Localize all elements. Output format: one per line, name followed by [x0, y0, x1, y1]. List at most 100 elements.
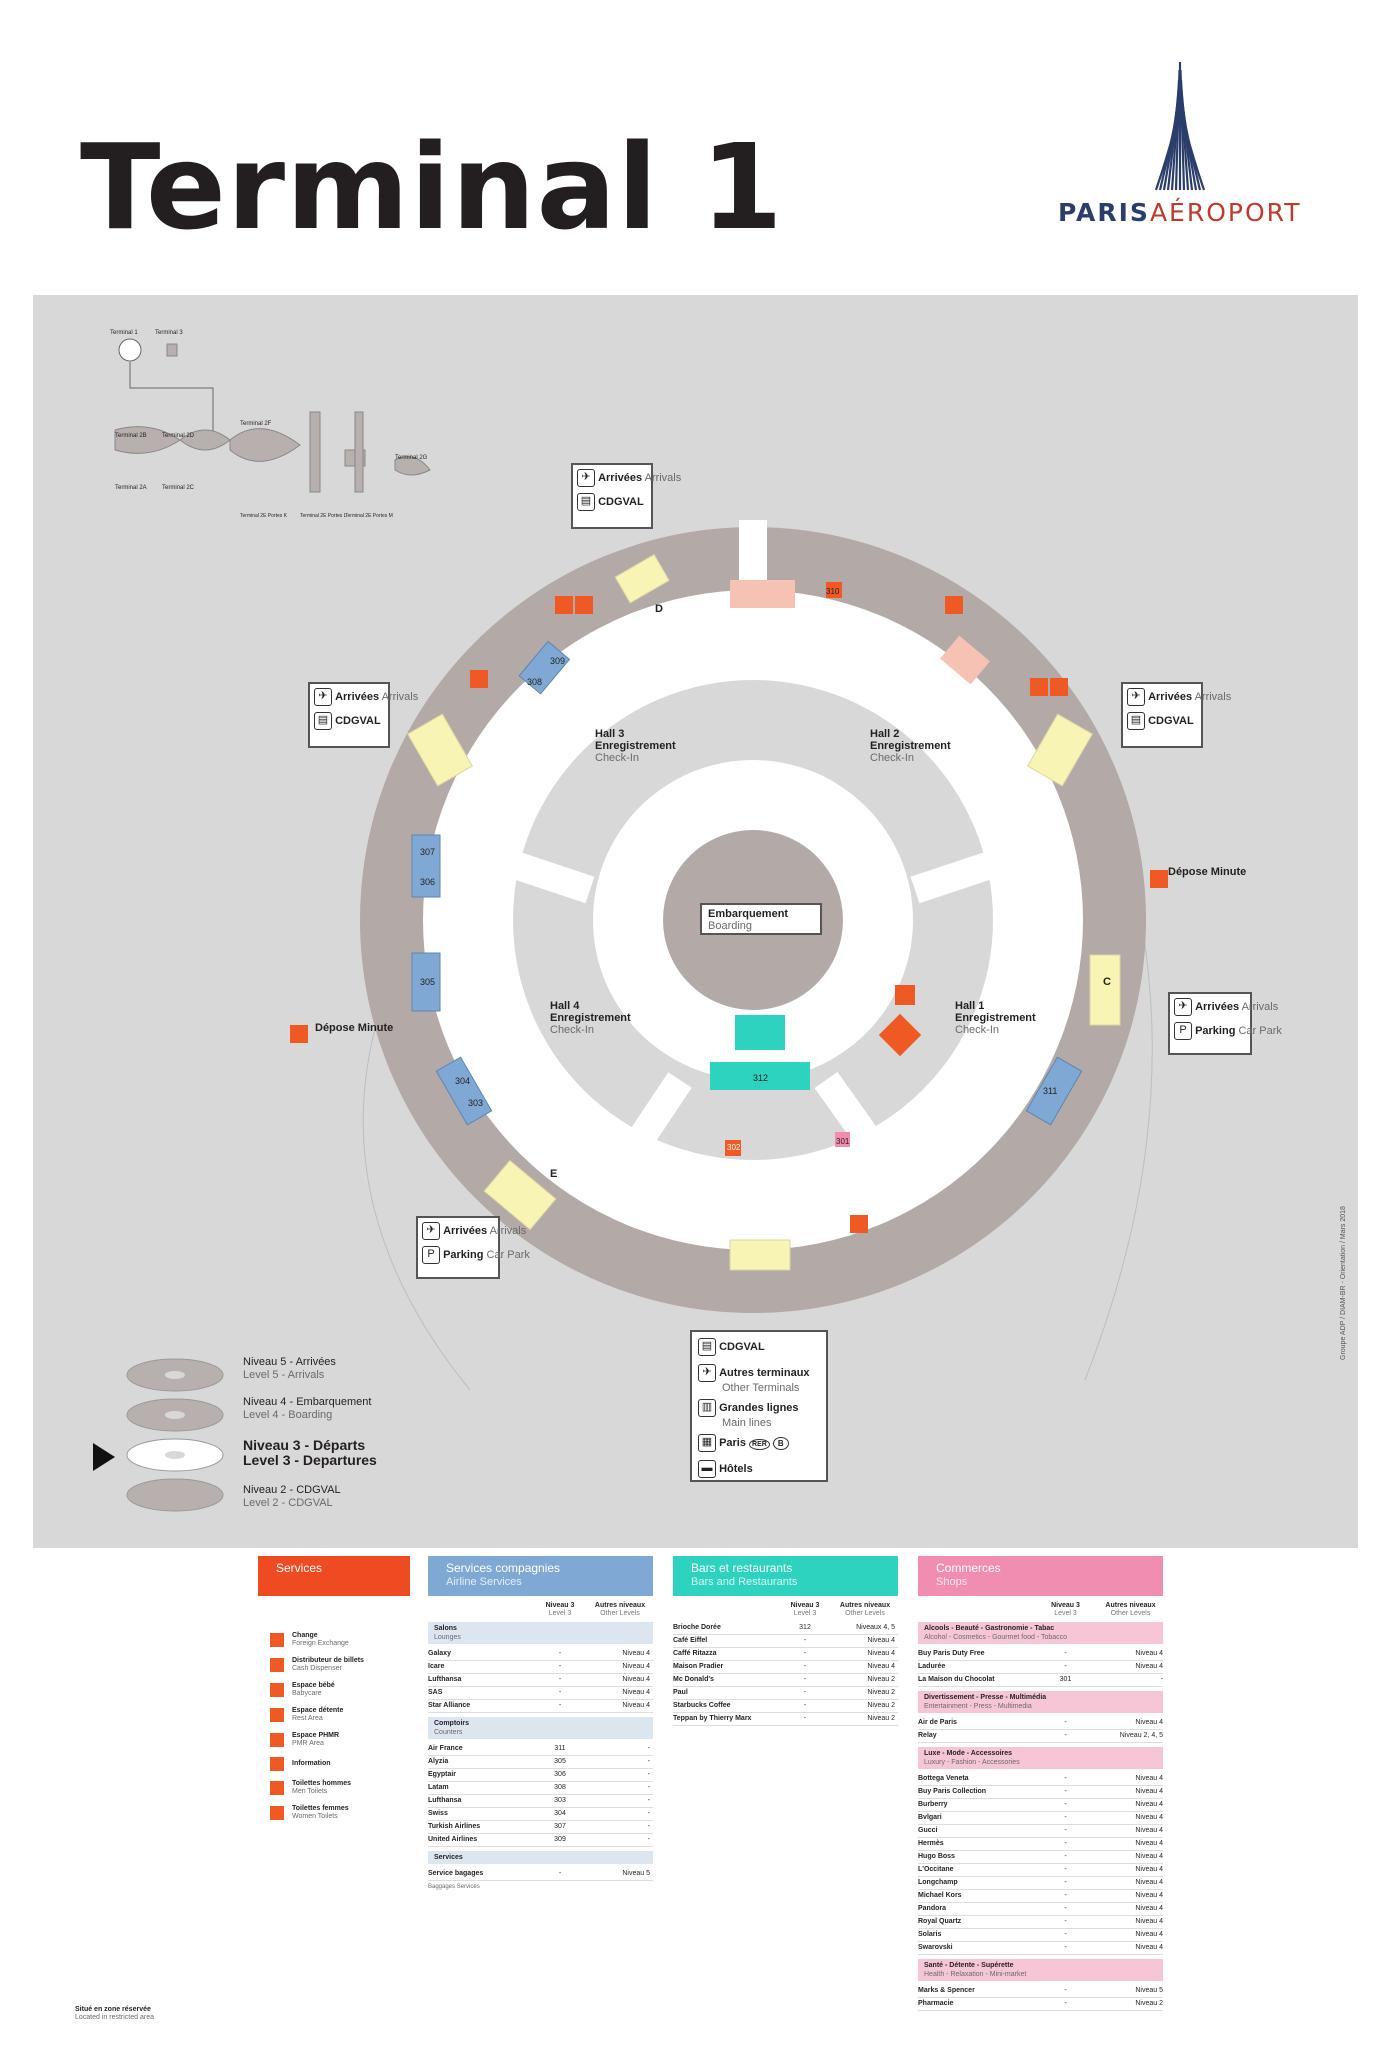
table-row: SAS-Niveau 4 — [428, 1687, 653, 1700]
table-cell: Niveau 4 — [1135, 1650, 1163, 1657]
table-cell: - — [558, 1870, 562, 1877]
table-row: Air de Paris-Niveau 4 — [918, 1717, 1163, 1730]
table-cell: Michael Kors — [918, 1892, 962, 1899]
minimap-t2e-l: Terminal 2E Portes L — [300, 513, 347, 519]
service-markers — [290, 582, 1168, 1233]
logo-part2: AÉROPORT — [1149, 198, 1302, 227]
bars-col2-fr: Autres niveaux — [839, 1602, 891, 1609]
table-cell: Relay — [918, 1732, 937, 1739]
boarding-en: Boarding — [708, 920, 753, 932]
table-row: Hermès-Niveau 4 — [918, 1838, 1163, 1851]
table-row: Burberry-Niveau 4 — [918, 1799, 1163, 1812]
parking-label: Parking — [443, 1248, 484, 1261]
table-cell: Niveau 2 — [867, 1676, 895, 1683]
table-cell: - — [647, 1771, 650, 1778]
table-cell: SAS — [428, 1689, 443, 1696]
callout-arrivals-right: ✈ Arrivées Arrivals ▤ CDGVAL — [1121, 682, 1231, 748]
arrivees-label: Arrivées — [1195, 1000, 1240, 1013]
table-cell: Royal Quartz — [918, 1918, 962, 1925]
arrivees-label: Arrivées — [443, 1224, 488, 1237]
other-terminals-en: Other Terminals — [722, 1382, 800, 1394]
companies-title-fr: Services compagnies — [446, 1561, 561, 1575]
minimap-t2e-m: Terminal 2E Portes M — [345, 513, 393, 519]
table-cell: 306 — [554, 1771, 566, 1778]
table-cell: Caffé Ritazza — [673, 1650, 717, 1657]
table-cell: Pharmacie — [918, 2000, 954, 2007]
hall-2-name: Hall 2 — [870, 728, 900, 740]
table-row: Hugo Boss-Niveau 4 — [918, 1851, 1163, 1864]
logo-ray — [1181, 119, 1206, 191]
table-row: Teppan by Thierry Marx-Niveau 2 — [673, 1713, 898, 1726]
num-304: 304 — [455, 1076, 471, 1086]
table-cell: Turkish Airlines — [428, 1823, 481, 1830]
table-cell: Ladurée — [918, 1663, 946, 1670]
table-cell: Niveau 2 — [1135, 2000, 1163, 2007]
table-row: Ladurée-Niveau 4 — [918, 1661, 1163, 1674]
table-cell: Marks & Spencer — [918, 1987, 975, 1994]
table-row: Star Alliance-Niveau 4 — [428, 1700, 653, 1713]
companies-col1-en: Level 3 — [548, 1610, 572, 1617]
table-cell: - — [647, 1784, 650, 1791]
table-cell: L'Occitane — [918, 1866, 954, 1873]
zone-312 — [710, 1062, 810, 1090]
footnote: Situé en zone réservée Located in restri… — [75, 2006, 154, 2022]
parking-label: Parking — [1195, 1024, 1236, 1037]
table-row: Michael Kors-Niveau 4 — [918, 1890, 1163, 1903]
table-cell: - — [1064, 1892, 1067, 1899]
level-2-en: Level 2 - CDGVAL — [243, 1497, 333, 1509]
plane-arrival-icon: ✈ — [1127, 688, 1145, 706]
callout-arrivals-left: ✈ Arrivées Arrivals ▤ CDGVAL — [308, 682, 418, 748]
table-cell: - — [1064, 1732, 1067, 1739]
main-lines-en: Main lines — [722, 1417, 772, 1429]
level-2-fr: Niveau 2 - CDGVAL — [243, 1484, 341, 1496]
minimap-t2c: Terminal 2C — [162, 485, 195, 491]
terminal-map — [114, 338, 1168, 1391]
minimap-t2g: Terminal 2G — [395, 455, 428, 461]
table-cell: Hermès — [918, 1840, 944, 1847]
table-cell: - — [647, 1745, 650, 1752]
bars-title-fr: Bars et restaurants — [691, 1561, 793, 1575]
num-307: 307 — [420, 847, 436, 857]
level-stack — [126, 1358, 224, 1512]
table-cell: Niveau 4 — [867, 1637, 895, 1644]
hall-3-name: Hall 3 — [595, 728, 625, 740]
table-row: Longchamp-Niveau 4 — [918, 1877, 1163, 1890]
minimap-t2b: Terminal 2B — [115, 433, 147, 439]
table-cell: Niveau 4 — [622, 1650, 650, 1657]
service-icon — [270, 1683, 284, 1697]
service-item: Information — [270, 1757, 398, 1771]
table-cell: Niveau 4 — [1135, 1918, 1163, 1925]
hall-4-fr: Enregistrement — [550, 1012, 631, 1024]
train-icon: ▤ — [314, 712, 332, 730]
table-row: Maison Pradier-Niveau 4 — [673, 1661, 898, 1674]
table-cell: - — [558, 1702, 562, 1709]
minimap — [114, 338, 431, 493]
rest-areas — [730, 580, 990, 685]
companies-header: Services compagnies Airline Services — [428, 1556, 653, 1596]
table-cell: - — [803, 1676, 807, 1683]
table-cell: - — [1064, 1853, 1067, 1860]
table-row: Icare-Niveau 4 — [428, 1661, 653, 1674]
gate-c: C — [1103, 976, 1111, 988]
shops-col1-en: Level 3 — [1054, 1610, 1077, 1617]
hall-1-fr: Enregistrement — [955, 1012, 1036, 1024]
table-cell: Icare — [428, 1663, 445, 1670]
table-cell: Maison Pradier — [673, 1663, 724, 1670]
table-cell: - — [803, 1650, 807, 1657]
table-cell: Solaris — [918, 1931, 942, 1938]
gate-e: E — [550, 1168, 558, 1180]
cdgval-label: CDGVAL — [335, 714, 381, 727]
footnote-en: Located in restricted area — [75, 2014, 154, 2021]
table-cell: Alyzia — [428, 1758, 449, 1765]
num-309: 309 — [550, 656, 566, 666]
table-cell: - — [1064, 1905, 1067, 1912]
